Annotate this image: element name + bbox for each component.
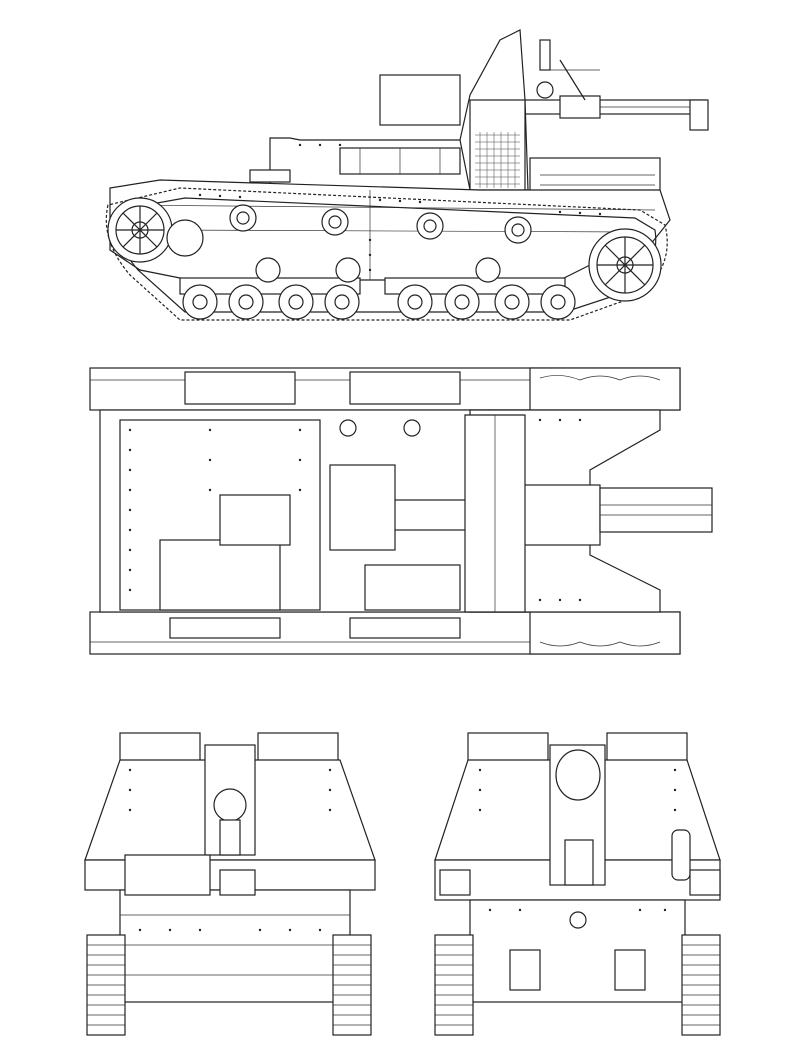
rear-view: [434, 732, 721, 1036]
return-rollers: [229, 204, 532, 244]
rear-rivets: [478, 768, 677, 912]
rear-gun-breech: [549, 744, 606, 929]
front-view: [84, 732, 376, 1036]
hull-superstructure: [249, 137, 471, 191]
front-glacis: [119, 889, 351, 1003]
side-rivets: [198, 143, 602, 272]
drive-sprocket: [107, 197, 204, 263]
front-gun-mantlet: [204, 744, 256, 856]
front-tracks: [86, 934, 372, 1036]
side-view: [105, 29, 709, 321]
top-ports: [339, 419, 421, 437]
top-view: [89, 367, 713, 655]
gun-shield: [459, 29, 529, 191]
suspension-bogies: [179, 257, 566, 295]
gun-barrel: [519, 39, 709, 131]
rear-fuel-tank: [671, 829, 691, 881]
rear-tracks: [434, 934, 721, 1036]
road-wheels: [182, 284, 576, 320]
top-rear-cushion-2: [529, 611, 681, 655]
top-panels: [119, 371, 461, 639]
idler-wheel: [588, 228, 662, 302]
top-rear-cushion-1: [529, 367, 681, 411]
top-rivets: [128, 418, 582, 602]
front-rivets: [128, 768, 332, 932]
stowage-box: [379, 74, 461, 126]
